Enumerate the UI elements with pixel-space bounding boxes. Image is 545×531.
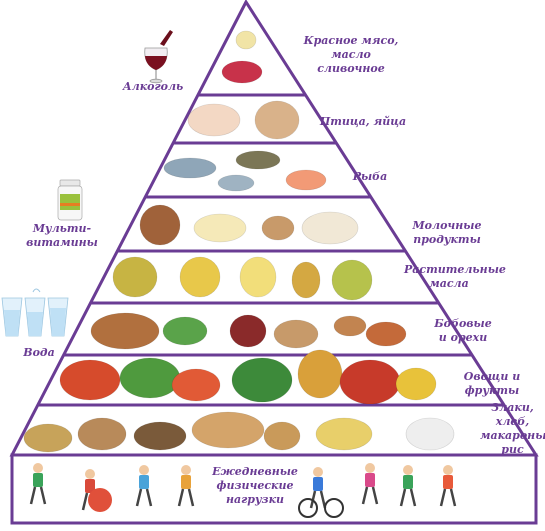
eggs-illustration [254,100,300,140]
figure-leg [145,488,153,507]
figure-head [85,469,95,479]
red-meat-illustration [221,60,263,84]
figure-body [403,475,413,489]
side-label-alcohol: Алкоголь [122,80,184,93]
peas-illustration [162,316,208,346]
rice-illustration [405,417,455,451]
sunflower-oil-illustration [179,256,221,298]
exercise-figure [135,465,153,507]
figure-leg [439,488,447,507]
figure-head [139,465,149,475]
exercise-figure [399,465,417,507]
cottage-cheese-illustration [261,215,295,241]
nuts-illustration [333,315,367,337]
figure-body [181,475,191,489]
tier-label-fish: Рыба [352,170,388,183]
cheese-illustration [193,213,247,243]
tier-label-vegetable-oils: Растительные масла [404,263,506,290]
butter-illustration [235,30,257,50]
figure-body [443,475,453,489]
tier-dividers [37,93,504,407]
exercise-figure [309,467,327,509]
base-label-daily-activity: Ежедневные физические нагрузки [212,465,298,506]
figure-head [313,467,323,477]
fish-illustration [163,157,217,179]
figure-leg [29,486,37,505]
chicken-illustration [187,103,241,137]
carp-illustration [235,150,281,170]
figure-head [443,465,453,475]
water-glasses-icon [1,288,69,337]
tier-label-legumes-nuts: Бобовые и орехи [434,317,492,344]
figure-body [85,479,95,493]
fruits-illustration [297,349,343,399]
bicycle-wheel [298,498,318,518]
figure-head [403,465,413,475]
yogurt-maker-illustration [301,211,359,245]
figure-body [139,475,149,489]
vegetable-oils-illustration [291,261,321,299]
side-label-multivitamins: Мульти- витамины [26,222,98,249]
exercise-figure [361,463,379,505]
nuts-illustration [229,314,267,348]
grains-illustration [23,423,73,453]
exercise-ball [88,488,112,512]
fruits-illustration [231,357,293,403]
figure-leg [409,488,417,507]
fruits-illustration [339,359,401,405]
figure-leg [177,488,185,507]
figure-head [365,463,375,473]
rice-illustration [315,417,373,451]
vegetable-oils-illustration [331,259,373,301]
beans-illustration [90,312,160,350]
figure-body [33,473,43,487]
figure-leg [81,492,89,511]
figure-leg [449,488,457,507]
salad-illustration [119,357,181,399]
tier-label-poultry-eggs: Птица, яйца [319,115,407,128]
figure-leg [135,488,143,507]
tier-label-vegetables-fruits: Овощи и фрукты [463,370,521,397]
tier-label-red-meat-butter: Красное мясо, масло сливочное [303,34,399,75]
figure-leg [319,490,327,509]
wine-glass-icon [144,30,173,84]
vegetables-illustration [59,359,121,401]
figure-leg [187,488,195,507]
tier-label-dairy: Молочные продукты [412,219,482,246]
pasta-illustration [133,421,187,451]
rice-illustration [191,411,265,449]
rice-illustration [263,421,301,451]
exercise-figure [439,465,457,507]
exercise-figures [29,463,457,518]
exercise-figure [29,463,47,505]
figure-leg [371,486,379,505]
figure-head [33,463,43,473]
figure-body [365,473,375,487]
figure-leg [399,488,407,507]
fruits-illustration [395,367,437,401]
side-label-water: Вода [23,346,55,359]
olive-oil-illustration [112,256,158,298]
nuts-illustration [365,321,407,347]
food-illustrations [23,30,455,453]
tier-label-grains: Злаки, хлеб, макароны, рис [480,401,545,456]
milk-jug-illustration [139,204,181,246]
bicycle-wheel [324,498,344,518]
figure-leg [361,486,369,505]
vitamins-bottle-icon [57,179,83,221]
figure-head [181,465,191,475]
nuts-illustration [273,319,319,349]
figure-body [313,477,323,491]
salmon-illustration [285,169,327,191]
vegetable-oils-illustration [239,256,277,298]
fruits-illustration [171,368,221,402]
exercise-figure [177,465,195,507]
bread-illustration [77,417,127,451]
salmon-illustration [217,174,255,192]
figure-leg [39,486,47,505]
